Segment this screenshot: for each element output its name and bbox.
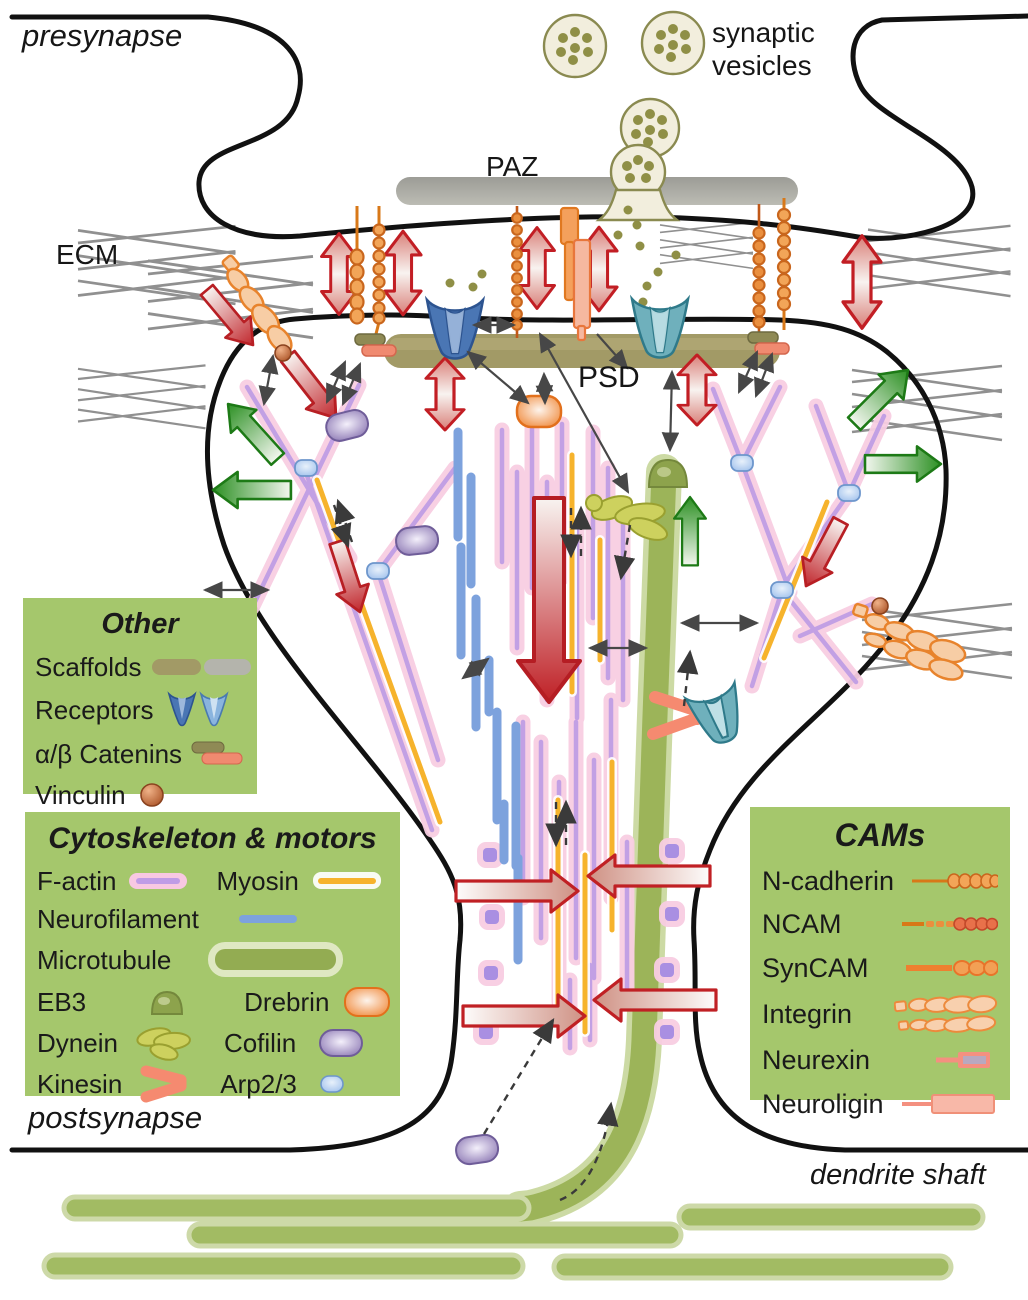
cam-pair-right [752,198,792,336]
catenins [354,331,790,357]
ncam-chain [511,206,523,338]
dendrite-shaft-label: dendrite shaft [810,1159,986,1191]
ecm-label: ECM [56,239,119,270]
paz-scaffold-bar [396,177,798,205]
neurofilament-label: Neurofilament [37,903,199,934]
receptors-label: Receptors [35,694,154,725]
drebrin-label: Drebrin [244,986,330,1017]
n-cadherin-label: N-cadherin [762,865,895,896]
legend-cyto-title: Cytoskeleton & motors [48,822,377,855]
synaptic-vesicles-label: synaptic vesicles [712,17,815,82]
receptor-teal-pore [651,309,669,352]
eb3-label: EB3 [37,986,87,1017]
kinesin-icon [134,1065,192,1103]
neurofilament-icon [237,911,299,927]
myosin-label: Myosin [216,865,299,896]
postsynapse-label: postsynapse [28,1100,203,1135]
integrin-left [221,254,293,354]
arp23-label: Arp2/3 [220,1068,297,1099]
scaffold-icon [151,656,253,678]
receptor-icon [166,690,230,730]
neurotransmitter-dots [445,205,681,323]
dashed-arrows [330,498,699,1202]
microtubule-icon [207,941,345,979]
psd-label: PSD [578,361,640,394]
legend-cytoskeleton: Cytoskeleton & motors F-actin Myosin Neu… [25,812,400,1103]
synaptic-vesicles [542,10,706,222]
eb3-icon [148,988,186,1016]
presynapse-label: presynapse [22,18,183,53]
tension-arrows [320,225,883,432]
receptor-cargo [684,681,753,751]
microtubule-label: Microtubule [37,944,172,975]
neuroligin [572,238,592,342]
legend-cams-title: CAMs [834,817,926,853]
neurexin-icon [936,1049,998,1071]
vinculin-left [274,344,292,362]
eb3 [647,458,689,488]
dynein-icon [132,1023,194,1063]
legend-cams: CAMs N-cadherin NCAM SynCAM Integrin Neu… [750,807,1010,1119]
drebrin-icon [343,986,391,1018]
n-cadherin-pair [349,206,386,339]
ncam-icon [902,913,998,935]
arp23-complexes [294,454,861,599]
vinculin-icon [138,781,166,809]
neuroligin-icon [902,1093,998,1115]
integrin-label: Integrin [762,998,853,1029]
cofilin-icon [318,1028,364,1058]
cofilin-label: Cofilin [223,1027,297,1058]
legend-other-title: Other [101,608,179,640]
treadmilling-arrow [516,496,582,704]
dynein-motor [585,494,669,541]
vinculin-right [871,597,889,615]
integrin-right [852,602,967,681]
dynein-label: Dynein [37,1027,118,1058]
scaffolds-label: Scaffolds [35,651,142,682]
ncam-label: NCAM [762,908,842,939]
legend-other: Other Scaffolds Receptors α/β Catenins V… [23,598,257,810]
kinesin-label: Kinesin [37,1068,123,1099]
f-actin-icon [128,869,190,893]
myosin-icon [312,871,383,891]
catenins-label: α/β Catenins [35,738,183,769]
actin-patches [473,838,685,1045]
n-cadherin-icon [912,870,998,892]
integrin-icon [894,993,998,1035]
paz-label: PAZ [486,151,539,182]
vinculin-label: Vinculin [35,779,126,810]
catenins-icon [190,741,244,767]
receptor-blue-pore [446,310,464,353]
syncam-label: SynCAM [762,952,869,983]
arp23-icon [319,1074,345,1094]
syncam-icon [906,957,998,979]
cofilin-molecules [325,409,500,1166]
f-actin-label: F-actin [37,865,117,896]
neurexin-label: Neurexin [762,1044,871,1075]
neuroligin-label: Neuroligin [762,1088,884,1119]
interaction-arrows [202,316,774,680]
